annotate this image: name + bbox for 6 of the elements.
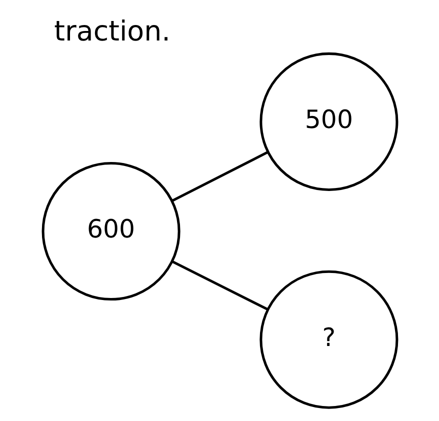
connector <box>171 150 268 202</box>
node-circle: 600 <box>41 162 180 301</box>
node-circle: 500 <box>259 52 398 191</box>
node-circle: ? <box>259 270 398 409</box>
diagram-title: traction. <box>54 14 170 48</box>
connector <box>171 260 268 311</box>
